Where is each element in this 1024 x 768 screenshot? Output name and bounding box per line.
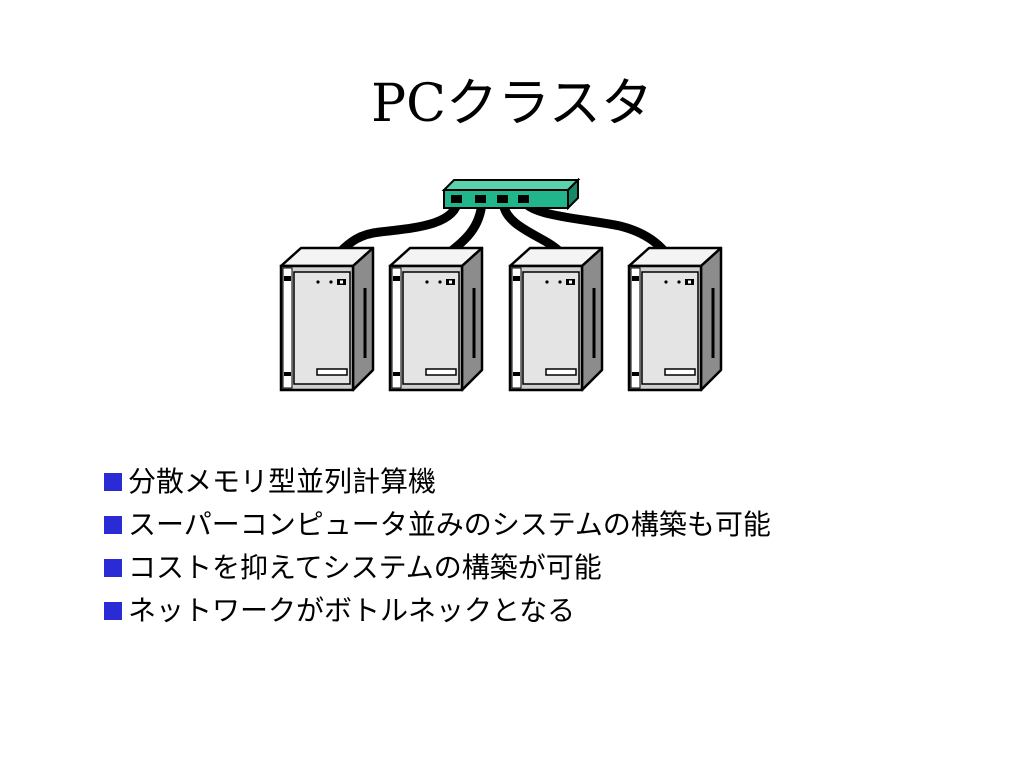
square-bullet-icon	[104, 601, 122, 620]
server-4	[627, 246, 723, 392]
bullet-list: 分散メモリ型並列計算機 スーパーコンピュータ並みのシステムの構築も可能 コストを…	[104, 460, 771, 632]
bullet-text: コストを抑えてシステムの構築が可能	[128, 551, 602, 584]
square-bullet-icon	[104, 472, 122, 491]
square-bullet-icon	[104, 558, 122, 577]
slide-title: PCクラスタ	[371, 74, 653, 134]
bullet-item: スーパーコンピュータ並みのシステムの構築も可能	[104, 503, 771, 546]
bullet-text: ネットワークがボトルネックとなる	[128, 594, 576, 627]
square-bullet-icon	[104, 515, 122, 534]
server-1	[279, 246, 375, 392]
server-2	[388, 246, 484, 392]
bullet-item: コストを抑えてシステムの構築が可能	[104, 546, 771, 589]
bullet-text: スーパーコンピュータ並みのシステムの構築も可能	[128, 508, 771, 541]
bullet-text: 分散メモリ型並列計算機	[128, 465, 437, 498]
network-hub	[441, 177, 581, 211]
server-3	[508, 246, 604, 392]
bullet-item: 分散メモリ型並列計算機	[104, 460, 771, 503]
bullet-item: ネットワークがボトルネックとなる	[104, 589, 771, 632]
